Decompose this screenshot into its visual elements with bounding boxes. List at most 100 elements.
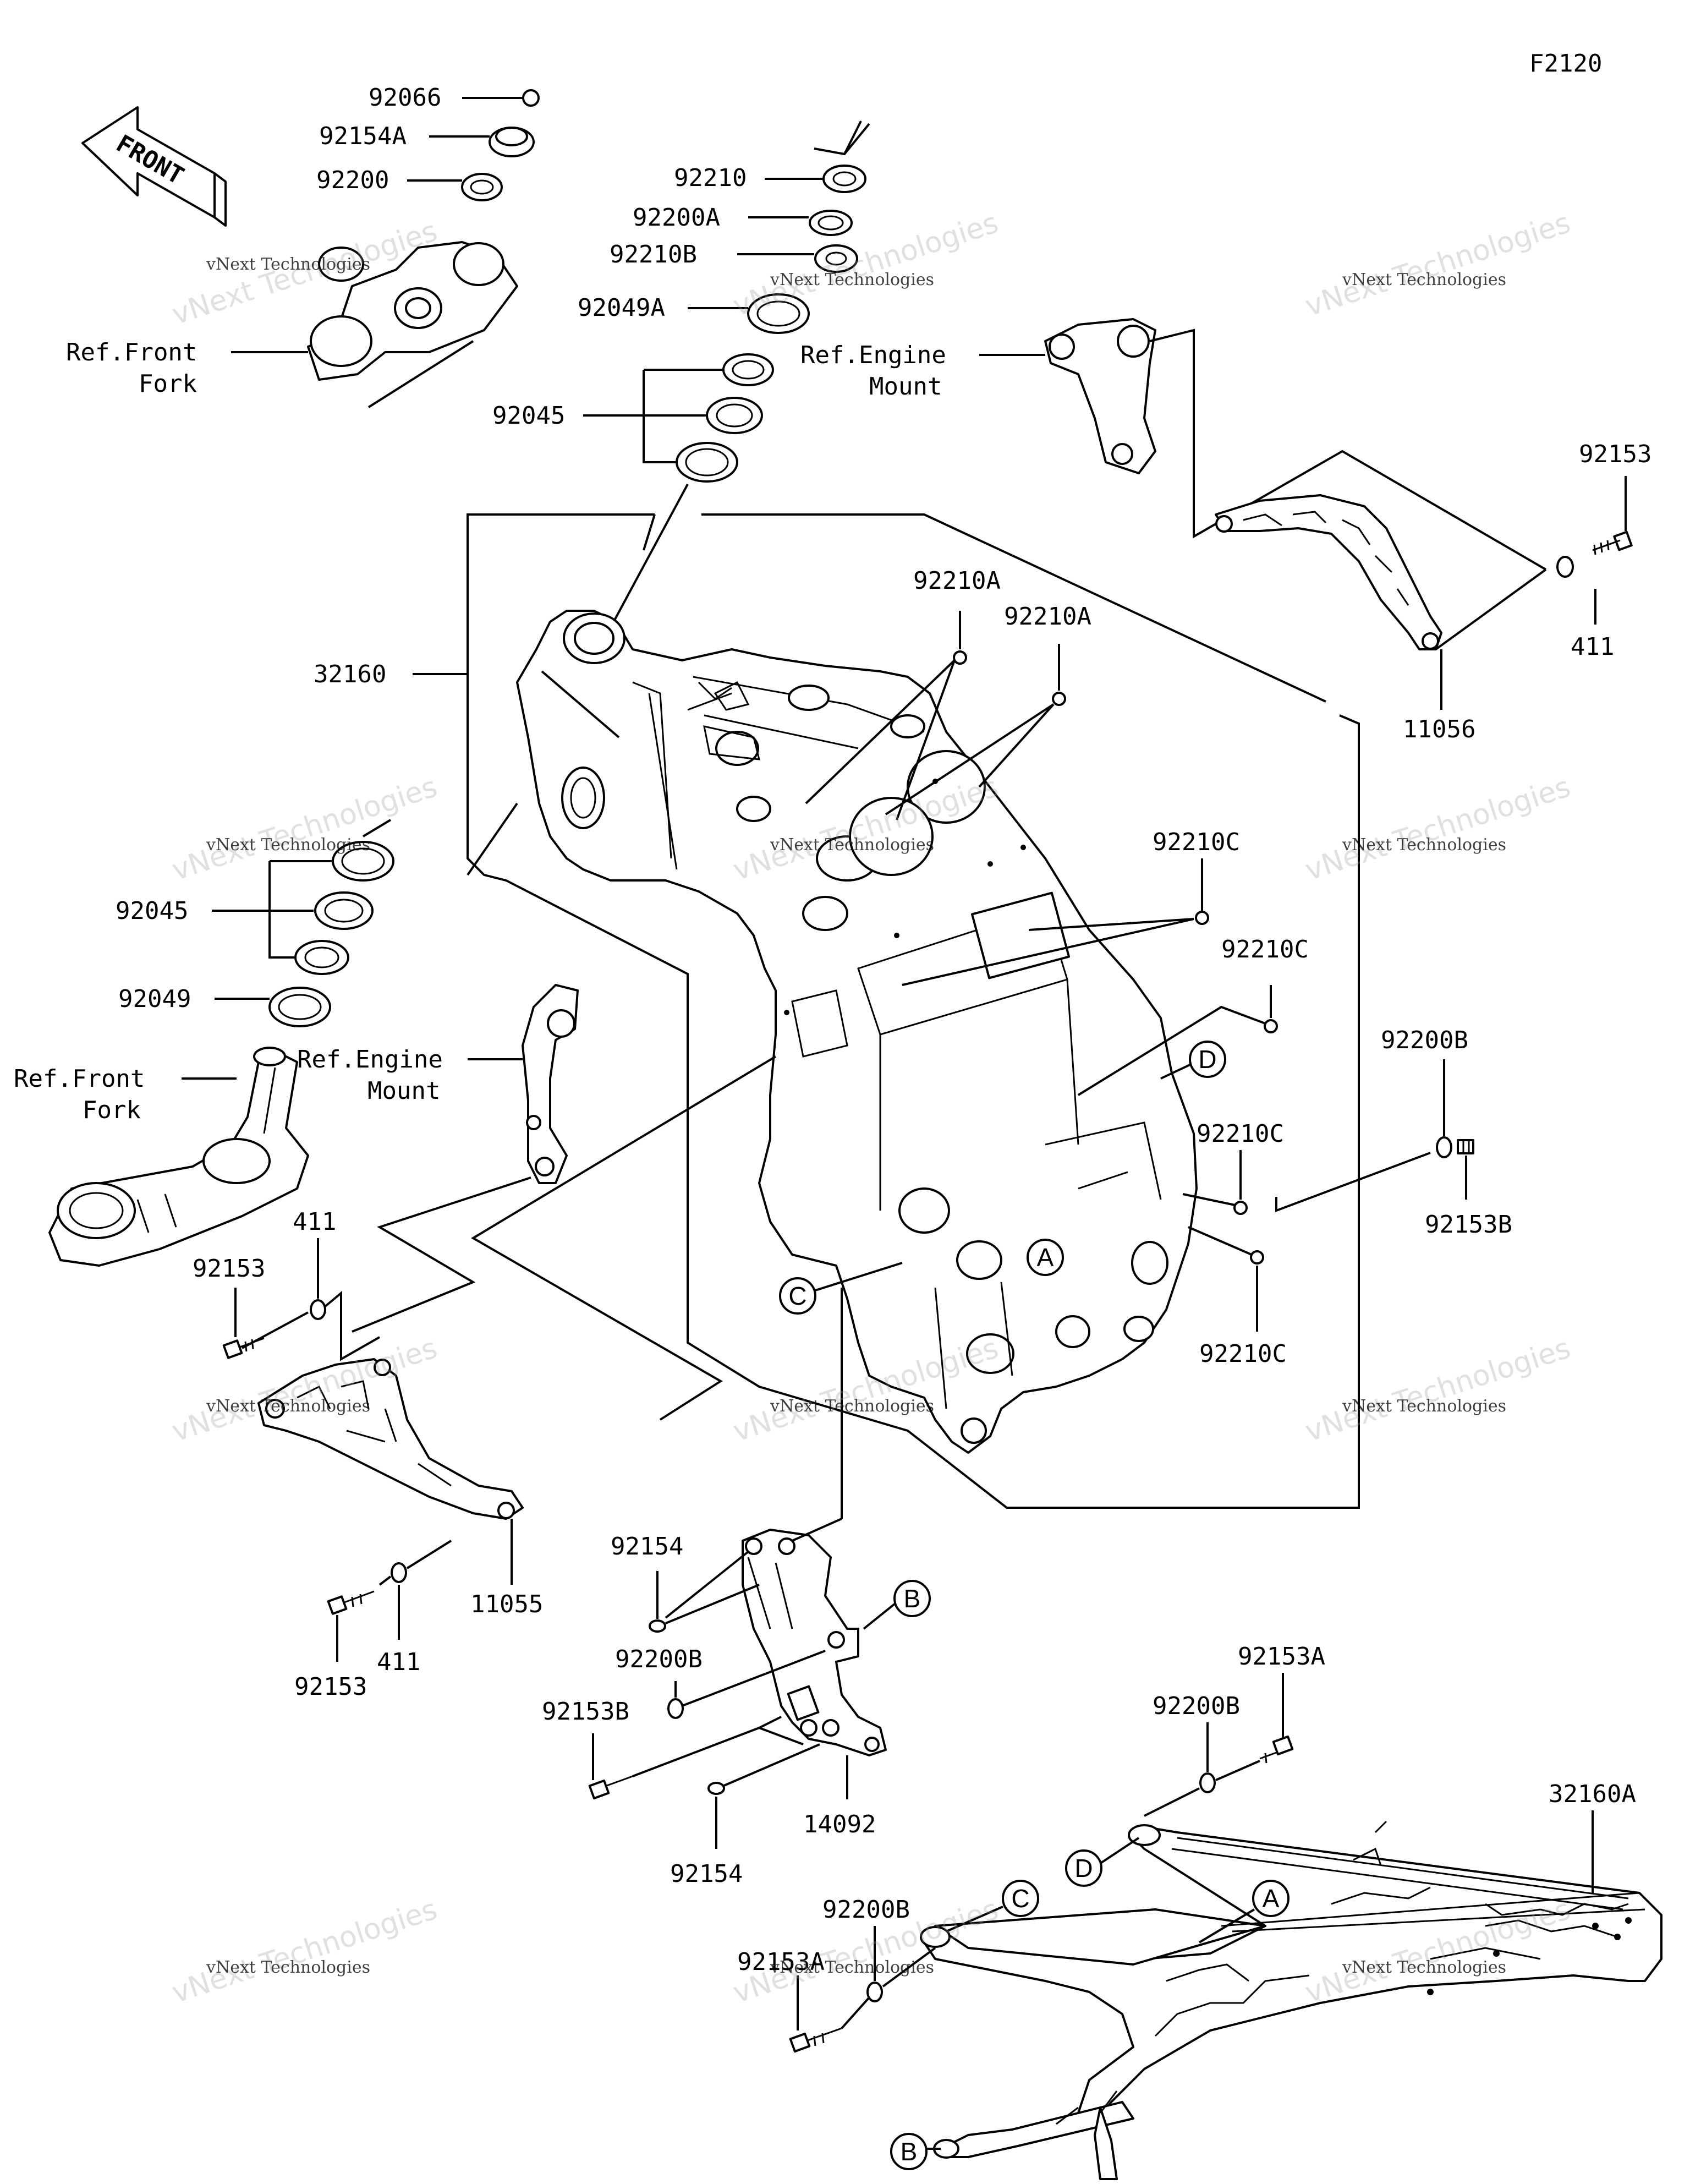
label-92153B-middle: 92153B xyxy=(542,1698,629,1726)
part-92154A-icon xyxy=(489,127,535,157)
bolt-92210C-3-icon xyxy=(1233,1201,1248,1215)
part-92049A-seal-icon xyxy=(747,293,810,334)
washer-411-right-icon xyxy=(1556,556,1574,578)
part-92200A-washer-icon xyxy=(809,210,853,236)
label-92210A-1: 92210A xyxy=(913,567,1001,595)
label-ref-front-fork-top-2: Fork xyxy=(139,370,197,398)
part-14092-cover xyxy=(742,1529,887,1756)
ref-circle-A-top xyxy=(1027,1239,1064,1276)
bolt-92153A-left-icon xyxy=(789,2027,842,2053)
ref-circle-D-bottom xyxy=(1065,1849,1102,1887)
label-92153A-left: 92153A xyxy=(737,1948,825,1976)
watermark-small-4: vNext Technologies xyxy=(206,835,370,855)
label-ref-engine-mount-middle-1: Ref.Engine xyxy=(297,1046,443,1074)
label-ref-engine-mount-middle-2: Mount xyxy=(367,1077,440,1105)
label-92200-top: 92200 xyxy=(316,166,389,194)
label-ref-front-fork-left-1: Ref.Front xyxy=(14,1065,145,1093)
label-14092: 14092 xyxy=(803,1810,876,1838)
part-11055-bracket xyxy=(257,1358,524,1520)
lower-triple-clamp-stem xyxy=(48,1047,309,1267)
washer-92200B-bottom-icon xyxy=(1199,1772,1216,1793)
ref-circle-C-bottom xyxy=(1002,1880,1039,1917)
label-92153B-right: 92153B xyxy=(1425,1211,1512,1239)
label-92153-left: 92153 xyxy=(193,1255,265,1283)
label-92210C-4: 92210C xyxy=(1199,1340,1287,1368)
washer-92200B-middle-icon xyxy=(667,1698,684,1719)
ref-circle-D-bottom-label: D xyxy=(1074,1854,1093,1882)
ref-circle-A-top-label: A xyxy=(1037,1243,1054,1272)
label-92210B: 92210B xyxy=(610,240,697,269)
watermark-small-7: vNext Technologies xyxy=(206,1397,370,1416)
watermark-big-10: vNext Technologies xyxy=(168,1893,441,2010)
ref-circle-D-top xyxy=(1189,1041,1226,1078)
watermark-big-3: vNext Technologies xyxy=(1301,206,1574,323)
label-92153-right: 92153 xyxy=(1579,440,1651,468)
watermark-small-11: vNext Technologies xyxy=(770,1958,934,1977)
washer-411-bottom-left-icon xyxy=(391,1562,407,1583)
screw-92154-a-icon xyxy=(649,1619,666,1633)
label-ref-engine-mount-top-1: Ref.Engine xyxy=(800,341,946,369)
watermark-small-6: vNext Technologies xyxy=(1342,835,1506,855)
label-92210C-3: 92210C xyxy=(1197,1120,1284,1148)
part-92200-washer-icon xyxy=(461,173,503,201)
bolt-92210A-2-icon xyxy=(1052,692,1066,706)
bolt-92210C-4-icon xyxy=(1250,1250,1264,1265)
bolt-92153A-right-icon xyxy=(1259,1735,1294,1764)
label-411-bottom-left: 411 xyxy=(377,1648,420,1676)
ref-circle-D-top-label: D xyxy=(1198,1045,1216,1074)
label-ref-engine-mount-top-2: Mount xyxy=(869,373,942,401)
part-92066-icon xyxy=(522,89,540,107)
label-92200B-bottom: 92200B xyxy=(1153,1692,1240,1720)
watermark-small-10: vNext Technologies xyxy=(206,1958,370,1977)
part-11056-bracket xyxy=(1215,494,1442,650)
ref-circle-C-bottom-label: C xyxy=(1011,1884,1029,1913)
screw-92154-b-icon xyxy=(707,1782,725,1795)
bolt-92153B-middle-icon xyxy=(588,1775,633,1800)
watermark-small-9: vNext Technologies xyxy=(1342,1397,1506,1416)
label-92200B-middle: 92200B xyxy=(615,1645,703,1673)
label-32160: 32160 xyxy=(314,660,386,688)
part-92049-seal-icon xyxy=(268,987,331,1027)
watermark-small-5: vNext Technologies xyxy=(770,835,934,855)
label-92049A: 92049A xyxy=(578,294,665,322)
main-frame-32160 xyxy=(516,610,1198,1454)
washer-92200B-bottom-left-icon xyxy=(866,1982,883,2002)
label-92210C-2: 92210C xyxy=(1221,935,1309,964)
ref-engine-mount-middle xyxy=(522,984,579,1184)
bolt-92153-bottom-left-icon xyxy=(327,1590,375,1615)
bolt-92210A-1-icon xyxy=(953,650,967,665)
part-92210-nut-icon xyxy=(822,165,866,193)
label-92045-left: 92045 xyxy=(116,897,188,925)
part-92210B-nut-icon xyxy=(814,244,858,273)
watermark-small-12: vNext Technologies xyxy=(1342,1958,1506,1977)
bolt-92153B-right-icon xyxy=(1457,1139,1474,1154)
label-92200A: 92200A xyxy=(633,204,720,232)
label-92153-bottom-left: 92153 xyxy=(294,1673,367,1701)
upper-triple-clamp xyxy=(307,241,518,381)
label-11056: 11056 xyxy=(1403,715,1475,743)
label-92210: 92210 xyxy=(674,164,747,192)
label-92154-b: 92154 xyxy=(670,1860,743,1888)
ref-circle-B-bottom xyxy=(890,2133,928,2170)
label-92200B-right: 92200B xyxy=(1381,1026,1468,1054)
watermark-big-4: vNext Technologies xyxy=(168,770,441,887)
label-92210C-1: 92210C xyxy=(1153,828,1240,856)
label-92154-a: 92154 xyxy=(611,1532,683,1561)
label-92066: 92066 xyxy=(369,84,441,112)
label-ref-front-fork-left-2: Fork xyxy=(83,1096,141,1124)
label-ref-front-fork-top-1: Ref.Front xyxy=(66,338,197,366)
watermark-big-2: vNext Technologies xyxy=(729,206,1002,323)
watermark-small-1: vNext Technologies xyxy=(206,255,370,274)
front-arrow-icon: FRONT xyxy=(81,106,227,227)
label-92154A: 92154A xyxy=(319,122,407,150)
label-11055: 11055 xyxy=(470,1590,543,1618)
label-92200B-bottom-left: 92200B xyxy=(822,1896,910,1924)
washer-411-left-icon xyxy=(310,1299,326,1320)
ref-engine-mount-top xyxy=(1044,318,1156,474)
label-92210A-2: 92210A xyxy=(1004,603,1091,631)
label-92049: 92049 xyxy=(118,985,191,1013)
subframe-32160A xyxy=(920,1820,1662,2180)
watermark-small-3: vNext Technologies xyxy=(1342,270,1506,289)
part-92045-bearing-top-icon xyxy=(676,353,774,483)
ref-circle-B-top xyxy=(893,1580,931,1617)
